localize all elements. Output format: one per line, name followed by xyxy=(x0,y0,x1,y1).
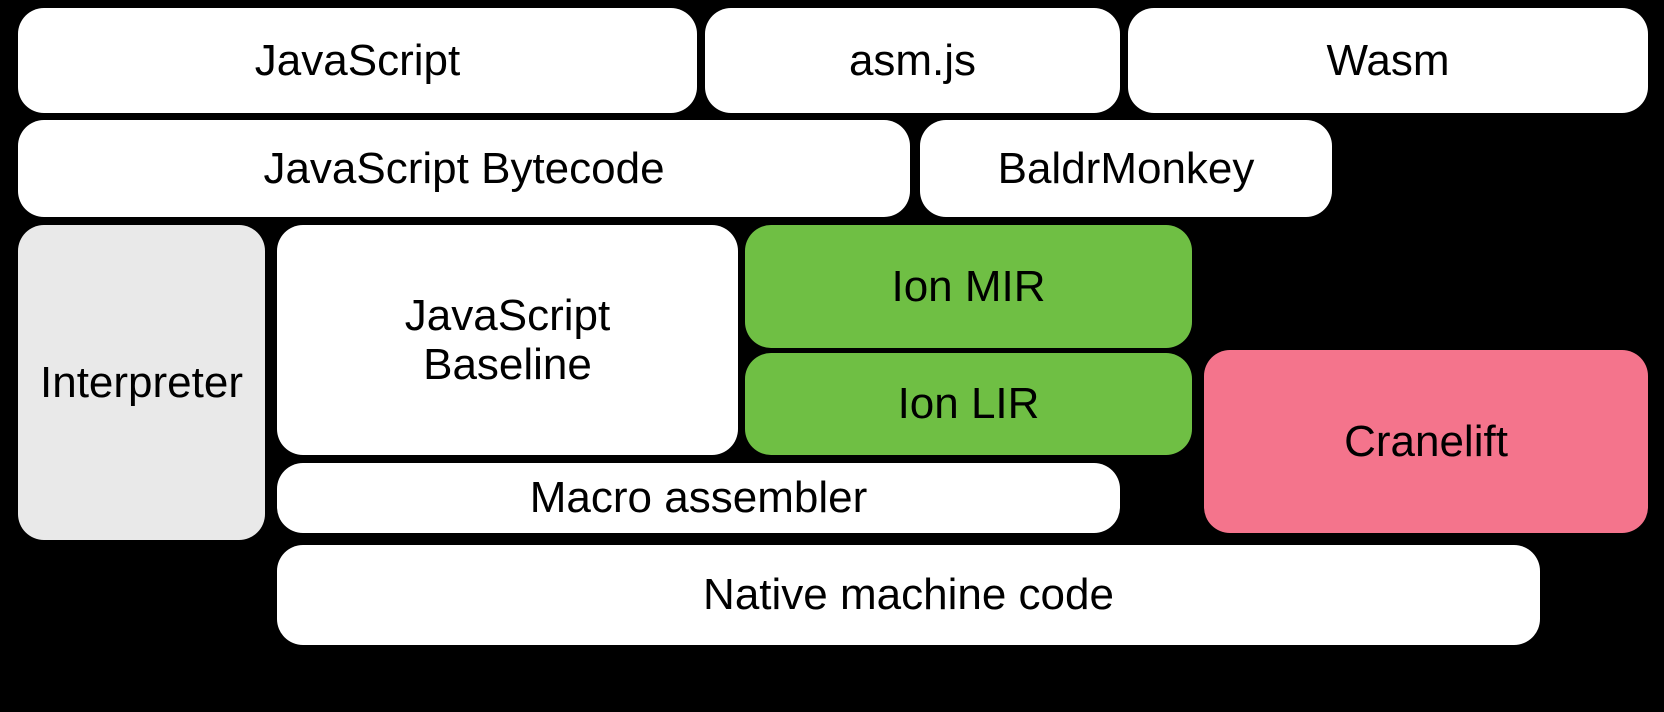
node-ion-lir[interactable]: Ion LIR xyxy=(745,353,1192,455)
node-cranelift[interactable]: Cranelift xyxy=(1204,350,1648,533)
node-javascript-bytecode[interactable]: JavaScript Bytecode xyxy=(18,120,910,217)
node-wasm[interactable]: Wasm xyxy=(1128,8,1648,113)
node-asmjs[interactable]: asm.js xyxy=(705,8,1120,113)
node-baldrmonkey[interactable]: BaldrMonkey xyxy=(920,120,1332,217)
node-javascript[interactable]: JavaScript xyxy=(18,8,697,113)
node-native-machine-code[interactable]: Native machine code xyxy=(277,545,1540,645)
node-javascript-baseline[interactable]: JavaScript Baseline xyxy=(277,225,738,455)
node-macro-assembler[interactable]: Macro assembler xyxy=(277,463,1120,533)
node-interpreter[interactable]: Interpreter xyxy=(18,225,265,540)
node-ion-mir[interactable]: Ion MIR xyxy=(745,225,1192,348)
